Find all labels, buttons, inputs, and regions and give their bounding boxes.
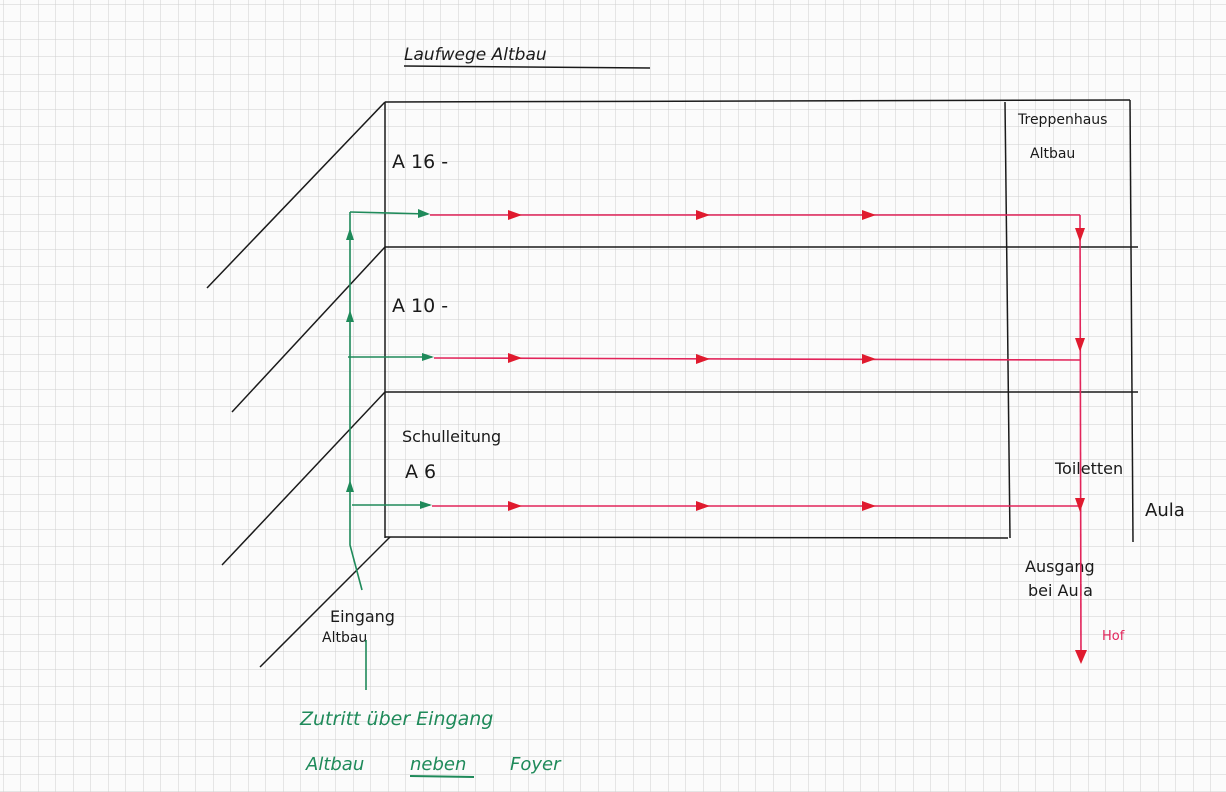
access-arrow-a10	[422, 353, 434, 361]
top-edge	[384, 99, 1131, 103]
escape-arrow-down-1	[1075, 228, 1085, 242]
escape-arrow-a6-1	[508, 501, 522, 511]
access-route-arrowheads	[346, 209, 434, 509]
access-note-neben: neben	[410, 754, 466, 775]
toilets-label: Toiletten	[1054, 459, 1123, 478]
escape-arrow-a16-2	[696, 210, 710, 220]
access-arrow-a6	[420, 501, 432, 509]
escape-route-vertical	[1079, 214, 1082, 661]
access-note-altbau: Altbau	[305, 754, 364, 775]
escape-arrow-a10-3	[862, 354, 876, 364]
escape-arrow-a6-3	[862, 501, 876, 511]
escape-route-a10	[433, 357, 1081, 361]
access-branch-a16	[349, 211, 429, 215]
floor-label-a16: A 16 -	[392, 151, 448, 173]
perspective-line-top	[206, 101, 386, 289]
aula-label: Aula	[1145, 500, 1185, 521]
diagram-title: Laufwege Altbau	[404, 45, 547, 65]
escape-route-arrowheads	[508, 210, 1087, 664]
access-arrow-up-2	[346, 310, 354, 322]
escape-arrow-a6-2	[696, 501, 710, 511]
floor-label-a10: A 10 -	[392, 295, 448, 317]
exit-label-line1: Ausgang	[1025, 557, 1095, 576]
entrance-label-line2: Altbau	[322, 630, 367, 646]
building-outline	[206, 99, 1138, 668]
escape-arrow-yard	[1075, 650, 1087, 664]
access-route	[348, 211, 432, 690]
escape-arrow-down-2	[1075, 338, 1085, 352]
escape-arrow-a10-2	[696, 354, 710, 364]
perspective-line-bottom	[259, 536, 391, 668]
perspective-line-upper	[231, 246, 386, 413]
access-arrow-up-1	[346, 228, 354, 240]
access-arrow-a16	[418, 209, 430, 218]
exit-label-line2: bei Aula	[1028, 581, 1093, 600]
perspective-line-lower	[221, 391, 386, 566]
yard-label: Hof	[1102, 629, 1125, 644]
access-route-riser	[349, 212, 363, 591]
stairwell-wall	[1004, 101, 1011, 539]
stairwell-label-line1: Treppenhaus	[1017, 112, 1107, 128]
floor-label-a6: A 6	[405, 461, 436, 483]
escape-arrow-a10-1	[508, 353, 522, 363]
title-underline	[403, 65, 651, 69]
bottom-edge	[384, 536, 1009, 539]
escape-arrow-a16-3	[862, 210, 876, 220]
escape-routes	[430, 214, 1082, 661]
access-note-line1: Zutritt über Eingang	[299, 708, 493, 730]
access-note-foyer: Foyer	[510, 754, 562, 775]
escape-arrow-down-3	[1075, 498, 1085, 512]
entrance-label-line1: Eingang	[330, 607, 395, 626]
right-edge	[1129, 99, 1134, 543]
escape-arrow-a16-1	[508, 210, 522, 220]
access-arrow-up-3	[346, 480, 354, 492]
floor-sublabel-schulleitung: Schulleitung	[402, 427, 501, 446]
access-note-neben-underline	[409, 775, 475, 778]
stairwell-label-line2: Altbau	[1030, 146, 1075, 162]
